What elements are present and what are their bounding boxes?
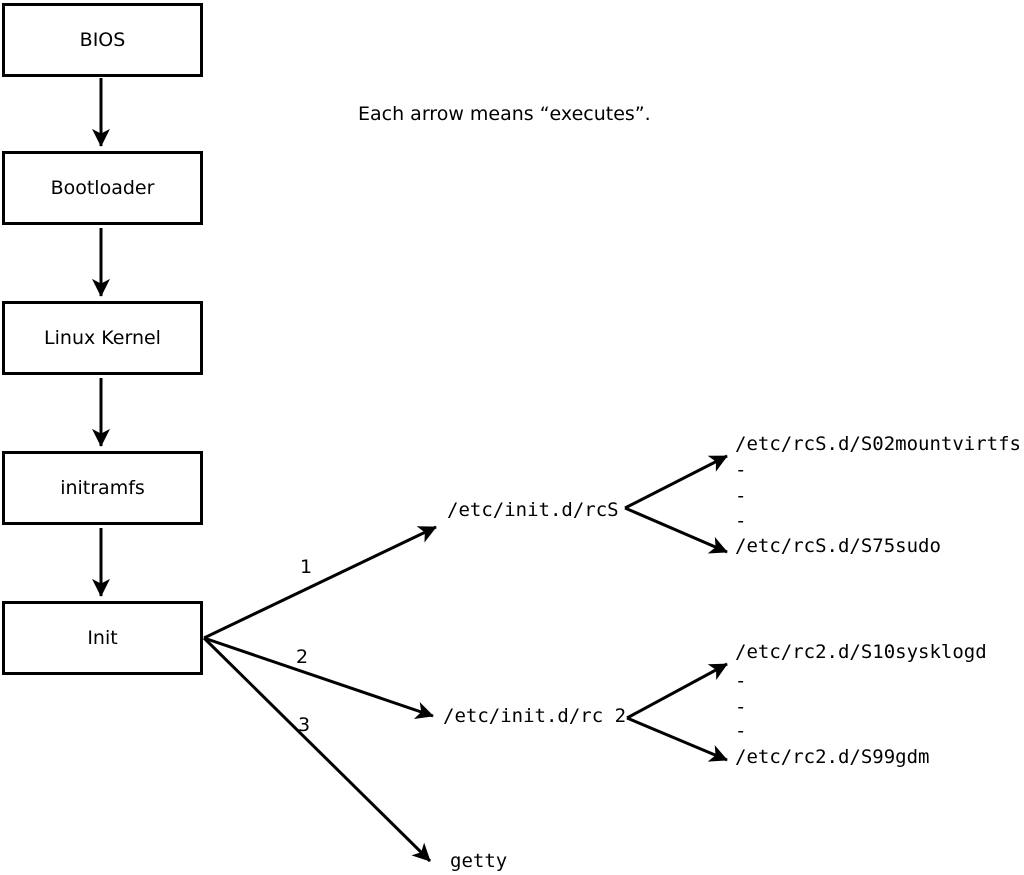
node-rcsd-first-script: /etc/rcS.d/S02mountvirtfs xyxy=(735,433,1021,455)
rcsd-ellipsis-dash: - xyxy=(735,485,747,507)
rcsd-ellipsis-dash: - xyxy=(735,510,747,532)
branch-number-1: 1 xyxy=(300,556,313,578)
branch-number-2: 2 xyxy=(296,646,309,668)
node-init: Init xyxy=(2,601,203,675)
branch-number-3: 3 xyxy=(298,714,311,736)
arrow-rc2-to-s10 xyxy=(626,662,728,720)
node-bios: BIOS xyxy=(2,3,203,77)
arrow-rcs-to-s02 xyxy=(624,454,728,510)
node-rc2d-first-script: /etc/rc2.d/S10sysklogd xyxy=(735,641,987,663)
arrow-init-to-getty xyxy=(202,636,432,863)
node-rcs-script: /etc/init.d/rcS xyxy=(447,499,619,521)
node-bootloader: Bootloader xyxy=(2,151,203,225)
node-linux-kernel: Linux Kernel xyxy=(2,301,203,375)
arrow-init-to-rcs xyxy=(203,525,437,640)
rc2d-ellipsis-dash: - xyxy=(735,720,747,742)
diagram-caption: Each arrow means “executes”. xyxy=(358,103,651,125)
rc2d-ellipsis-dash: - xyxy=(735,696,747,718)
arrow-rcs-to-s75 xyxy=(624,506,728,554)
node-bios-label: BIOS xyxy=(79,29,126,51)
node-initramfs-label: initramfs xyxy=(60,477,145,499)
rc2d-ellipsis-dash: - xyxy=(735,670,747,692)
node-rc2d-last-script: /etc/rc2.d/S99gdm xyxy=(735,746,930,768)
arrow-rc2-to-s99 xyxy=(626,716,728,762)
node-getty: getty xyxy=(450,850,508,872)
node-rc2-script: /etc/init.d/rc 2 xyxy=(443,705,627,727)
node-linux-kernel-label: Linux Kernel xyxy=(44,327,161,349)
arrow-init-to-rc2 xyxy=(203,636,434,720)
node-rcsd-last-script: /etc/rcS.d/S75sudo xyxy=(735,535,941,557)
rcsd-ellipsis-dash: - xyxy=(735,459,747,481)
node-init-label: Init xyxy=(87,627,118,649)
node-bootloader-label: Bootloader xyxy=(50,177,155,199)
node-initramfs: initramfs xyxy=(2,451,203,525)
